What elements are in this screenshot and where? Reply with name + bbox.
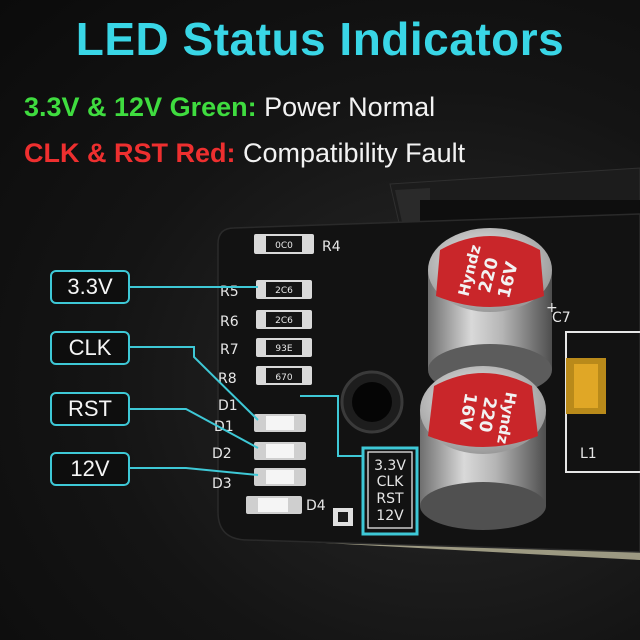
silk-d4: D4 [306, 498, 326, 514]
svg-text:3.3V: 3.3V [374, 458, 406, 474]
svg-text:CLK: CLK [377, 474, 405, 490]
polarity-plus: + [546, 300, 558, 316]
silk-r4: R4 [322, 239, 341, 255]
test-pad [333, 508, 353, 526]
silk-d1: D1 [214, 419, 234, 435]
callout-lines [128, 286, 363, 476]
silk-r6: R6 [220, 314, 239, 330]
svg-text:0C0: 0C0 [275, 241, 293, 251]
resistor-r5: 2C6 [256, 280, 312, 299]
silk-r8: R8 [218, 371, 237, 387]
silk-c7: C7 [552, 310, 571, 326]
callout-rst: RST [50, 392, 130, 426]
svg-text:2C6: 2C6 [275, 286, 293, 296]
led-d4 [246, 496, 302, 514]
led-d2 [254, 442, 306, 460]
silk-l1: L1 [580, 446, 597, 462]
led-d3 [254, 468, 306, 486]
resistor-r7: 93E [256, 338, 312, 357]
silk-d1-top: D1 [218, 398, 238, 414]
silk-d3: D3 [212, 476, 232, 492]
legend-key: 3.3V & 12V Green: [24, 92, 257, 122]
callout-12v: 12V [50, 452, 130, 486]
legend-desc: Power Normal [264, 92, 436, 122]
svg-text:RST: RST [376, 491, 404, 507]
silk-r7: R7 [220, 342, 239, 358]
svg-text:12V: 12V [376, 508, 404, 524]
legend-key: CLK & RST Red: [24, 138, 236, 168]
resistor-r4: 0C0 [254, 234, 314, 254]
mounting-hole [340, 370, 404, 434]
legend-power-normal: 3.3V & 12V Green: Power Normal [24, 94, 435, 121]
silk-d2: D2 [212, 446, 232, 462]
capacitor-lower: Hyndz 220 16V [420, 366, 546, 530]
legend-desc: Compatibility Fault [243, 138, 466, 168]
silk-label-box: 3.3V CLK RST 12V [361, 446, 419, 536]
callout-3v3: 3.3V [50, 270, 130, 304]
led-d1 [254, 414, 306, 432]
page-title: LED Status Indicators [75, 13, 565, 65]
svg-text:93E: 93E [275, 344, 292, 354]
resistor-r8: 670 [256, 366, 312, 385]
inductor-l1 [565, 331, 640, 473]
callout-clk: CLK [50, 331, 130, 365]
legend-compatibility-fault: CLK & RST Red: Compatibility Fault [24, 140, 465, 167]
svg-text:670: 670 [275, 373, 292, 383]
resistor-r6: 2C6 [256, 310, 312, 329]
svg-text:2C6: 2C6 [275, 316, 293, 326]
